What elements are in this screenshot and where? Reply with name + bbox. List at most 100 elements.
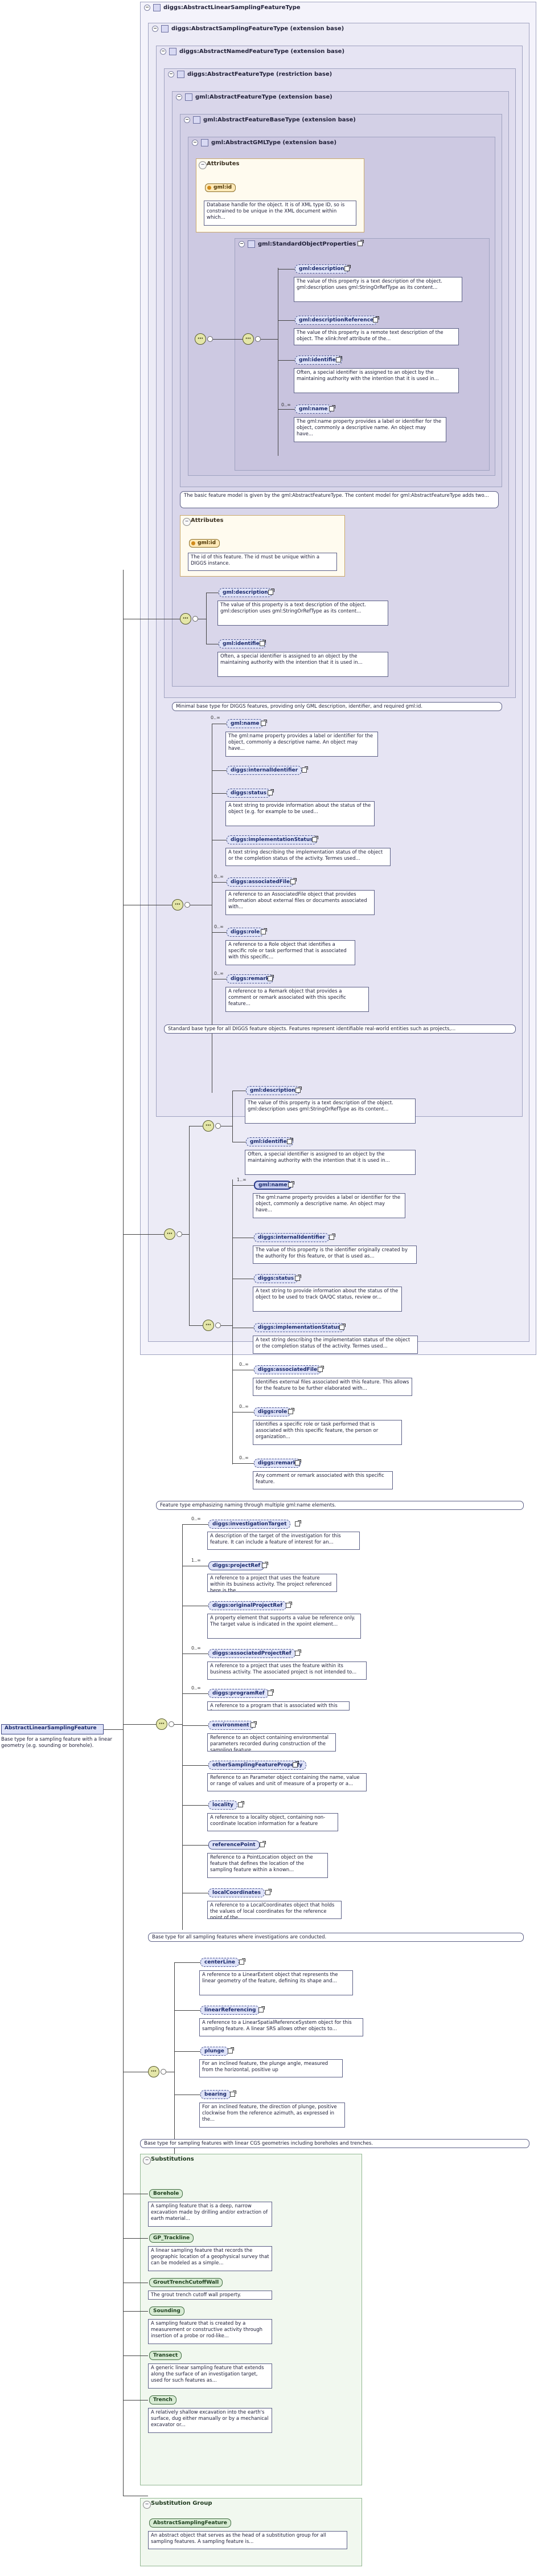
collapse-toggle-icon[interactable]: −: [168, 71, 174, 77]
element-diggs-status[interactable]: diggs:status: [254, 1274, 298, 1283]
collapse-toggle-icon[interactable]: −: [199, 161, 207, 169]
external-link-icon[interactable]: [288, 1181, 294, 1187]
element-other-sampling-feature-property[interactable]: otherSamplingFeatureProperty: [208, 1761, 307, 1770]
collapse-toggle-icon[interactable]: −: [160, 48, 166, 55]
type-header[interactable]: −diggs:AbstractSamplingFeatureType (exte…: [149, 23, 344, 34]
substitution-sounding[interactable]: Sounding: [149, 2306, 184, 2316]
substitution-transect[interactable]: Transect: [149, 2351, 182, 2360]
element-gml-name[interactable]: gml:name: [227, 719, 264, 728]
element-diggs-implementation-status[interactable]: diggs:implementationStatus: [227, 835, 317, 844]
element-diggs-remark[interactable]: diggs:remark: [254, 1459, 301, 1468]
element-gml-description[interactable]: gml:description: [219, 588, 272, 597]
element-reference-point[interactable]: referencePoint: [208, 1840, 260, 1850]
element-diggs-program-ref[interactable]: diggs:programRef: [208, 1689, 269, 1698]
sequence-icon[interactable]: ⋯: [156, 1718, 167, 1730]
element-locality[interactable]: locality: [208, 1801, 238, 1810]
type-header[interactable]: −gml:AbstractFeatureBaseType (extension …: [180, 115, 356, 125]
collapse-toggle-icon[interactable]: −: [143, 2157, 151, 2165]
external-link-icon[interactable]: [358, 240, 364, 246]
external-link-icon[interactable]: [329, 1234, 335, 1240]
external-link-icon[interactable]: [293, 1761, 299, 1767]
element-linear-referencing[interactable]: linearReferencing: [200, 2006, 260, 2015]
collapse-toggle-icon[interactable]: −: [144, 4, 150, 11]
element-gml-identifier[interactable]: gml:identifier: [219, 639, 266, 648]
external-link-icon[interactable]: [290, 878, 297, 884]
type-header[interactable]: −gml:AbstractFeatureType (extension base…: [173, 92, 332, 102]
external-link-icon[interactable]: [336, 356, 342, 362]
group-header[interactable]: −gml:StandardObjectProperties: [235, 239, 356, 249]
element-local-coordinates[interactable]: localCoordinates: [208, 1888, 265, 1897]
element-gml-description[interactable]: gml:description: [246, 1086, 299, 1095]
element-diggs-investigation-target[interactable]: diggs:investigationTarget: [208, 1520, 291, 1529]
external-link-icon[interactable]: [373, 316, 379, 322]
substitution-trench[interactable]: Trench: [149, 2395, 176, 2404]
root-element-abstract-linear-sampling-feature[interactable]: AbstractLinearSamplingFeature: [1, 1724, 104, 1734]
type-header[interactable]: −diggs:AbstractFeatureType (restriction …: [165, 69, 332, 79]
sequence-icon[interactable]: ⋯: [172, 899, 183, 911]
external-link-icon[interactable]: [228, 2047, 234, 2054]
external-link-icon[interactable]: [260, 640, 266, 646]
external-link-icon[interactable]: [238, 1801, 244, 1807]
external-link-icon[interactable]: [261, 928, 267, 934]
element-diggs-role[interactable]: diggs:role: [227, 928, 264, 937]
external-link-icon[interactable]: [286, 1602, 292, 1608]
external-link-icon[interactable]: [288, 1408, 294, 1414]
element-diggs-internal-identifier[interactable]: diggs:internalIdentifier: [227, 766, 302, 775]
external-link-icon[interactable]: [295, 1275, 301, 1281]
type-header[interactable]: −diggs:AbstractLinearSamplingFeatureType: [141, 2, 301, 13]
collapse-toggle-icon[interactable]: −: [239, 240, 245, 247]
external-link-icon[interactable]: [260, 1841, 266, 1847]
element-diggs-associated-file[interactable]: diggs:associatedFile: [227, 877, 294, 887]
sequence-icon[interactable]: ⋯: [243, 333, 254, 345]
collapse-toggle-icon[interactable]: −: [183, 518, 191, 526]
type-header[interactable]: −diggs:AbstractNamedFeatureType (extensi…: [157, 46, 344, 56]
external-link-icon[interactable]: [268, 789, 274, 795]
sequence-icon[interactable]: ⋯: [164, 1228, 175, 1240]
element-gml-name[interactable]: gml:name: [254, 1181, 292, 1190]
element-diggs-internal-identifier[interactable]: diggs:internalIdentifier: [254, 1233, 330, 1242]
element-diggs-remark[interactable]: diggs:remark: [227, 974, 273, 983]
external-link-icon[interactable]: [344, 265, 351, 271]
element-gml-identifier[interactable]: gml:identifier: [295, 356, 343, 365]
external-link-icon[interactable]: [329, 405, 335, 411]
element-diggs-original-project-ref[interactable]: diggs:originalProjectRef: [208, 1601, 287, 1610]
element-diggs-associated-project-ref[interactable]: diggs:associatedProjectRef: [208, 1649, 295, 1658]
external-link-icon[interactable]: [287, 1138, 293, 1144]
external-link-icon[interactable]: [295, 1459, 301, 1465]
element-diggs-implementation-status[interactable]: diggs:implementationStatus: [254, 1323, 344, 1332]
element-bearing[interactable]: bearing: [200, 2090, 231, 2099]
sequence-icon[interactable]: ⋯: [148, 2066, 159, 2077]
element-environment[interactable]: environment: [208, 1721, 253, 1730]
substitution-gp-trackline[interactable]: GP_Trackline: [149, 2234, 194, 2243]
external-link-icon[interactable]: [268, 589, 274, 595]
attr-gml-id[interactable]: gml:id: [205, 183, 236, 192]
external-link-icon[interactable]: [261, 720, 267, 726]
external-link-icon[interactable]: [302, 766, 308, 773]
element-center-line[interactable]: centerLine: [200, 1958, 240, 1967]
external-link-icon[interactable]: [312, 836, 318, 842]
element-gml-identifier[interactable]: gml:identifier: [246, 1137, 294, 1146]
external-link-icon[interactable]: [268, 975, 274, 981]
type-header[interactable]: −gml:AbstractGMLType (extension base): [188, 137, 336, 148]
external-link-icon[interactable]: [230, 2091, 236, 2097]
collapse-toggle-icon[interactable]: −: [184, 116, 190, 123]
sequence-icon[interactable]: ⋯: [195, 333, 206, 345]
element-diggs-project-ref[interactable]: diggs:projectRef: [208, 1561, 265, 1570]
element-diggs-status[interactable]: diggs:status: [227, 789, 271, 798]
substitution-borehole[interactable]: Borehole: [149, 2189, 183, 2198]
sequence-icon[interactable]: ⋯: [180, 613, 191, 624]
external-link-icon[interactable]: [262, 1562, 268, 1568]
substitution-grout-trench-cutoff-wall[interactable]: GroutTrenchCutoffWall: [149, 2278, 223, 2287]
element-diggs-role[interactable]: diggs:role: [254, 1407, 291, 1416]
external-link-icon[interactable]: [295, 1650, 301, 1656]
external-link-icon[interactable]: [339, 1324, 346, 1330]
element-gml-description[interactable]: gml:description: [295, 264, 348, 273]
external-link-icon[interactable]: [295, 1087, 302, 1093]
external-link-icon[interactable]: [318, 1366, 324, 1372]
element-plunge[interactable]: plunge: [200, 2047, 228, 2056]
external-link-icon[interactable]: [258, 2006, 265, 2012]
external-link-icon[interactable]: [295, 1520, 301, 1526]
external-link-icon[interactable]: [239, 1958, 245, 1965]
external-link-icon[interactable]: [268, 1689, 274, 1696]
substitution-group-head[interactable]: AbstractSamplingFeature: [149, 2518, 231, 2528]
